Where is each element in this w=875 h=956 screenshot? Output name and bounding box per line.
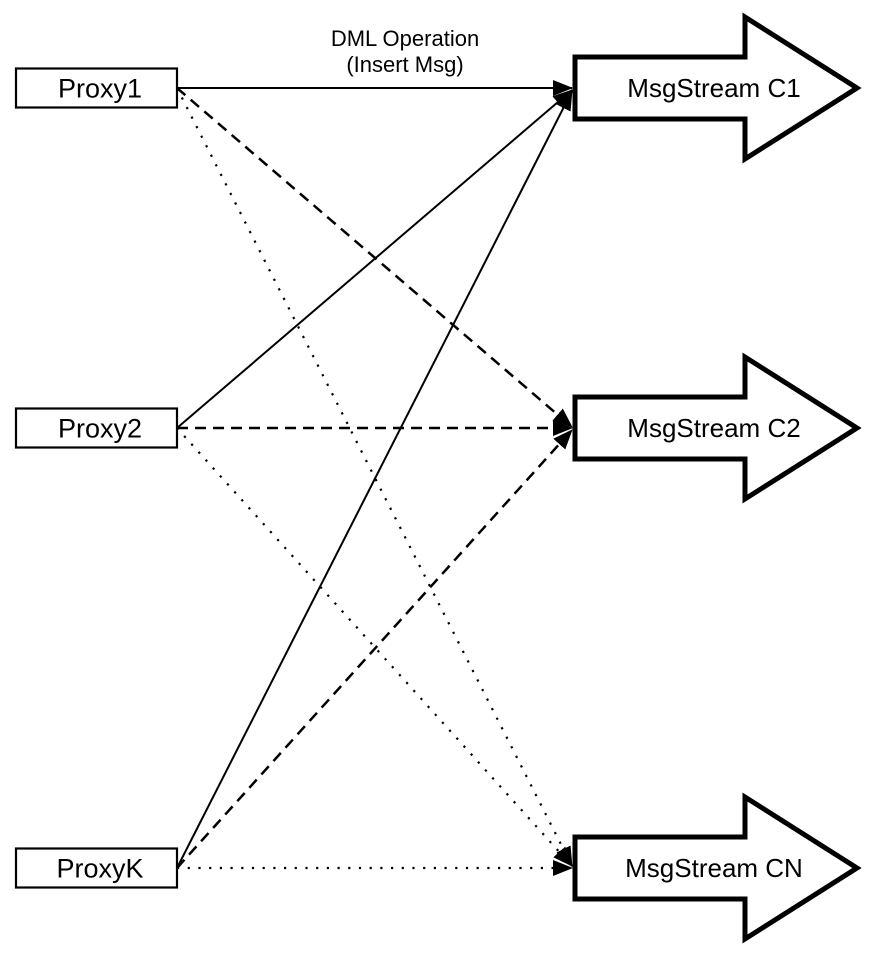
msgstream-c1-node: MsgStream C1 bbox=[572, 12, 862, 164]
msgstream-cn-arrow bbox=[572, 792, 862, 944]
msgstream-c2-label: MsgStream C2 bbox=[627, 413, 800, 443]
msgstream-c1-label: MsgStream C1 bbox=[627, 73, 800, 103]
proxy1-label: Proxy1 bbox=[58, 74, 142, 104]
msgstream-c1-arrow bbox=[572, 12, 862, 164]
proxy2-node: Proxy2 bbox=[14, 407, 179, 449]
proxy-nodes: Proxy1 Proxy2 ProxyK bbox=[14, 67, 179, 889]
msgstream-cn-node: MsgStream CN bbox=[572, 792, 862, 944]
edge-proxy1-c2-dashed bbox=[176, 87, 573, 428]
dml-operation-label-line1: DML Operation bbox=[331, 26, 479, 51]
edge-proxyk-c1-solid bbox=[176, 90, 573, 869]
proxy1-node: Proxy1 bbox=[14, 67, 179, 109]
edge-proxyk-c2-dashed bbox=[176, 429, 573, 869]
proxyk-label: ProxyK bbox=[56, 854, 143, 884]
proxy1-box bbox=[14, 67, 179, 109]
edge-proxy2-cn-dotted bbox=[176, 427, 573, 867]
msgstream-nodes: MsgStream C1 MsgStream C2 MsgStream CN bbox=[572, 12, 862, 944]
proxy2-box bbox=[14, 407, 179, 449]
dml-operation-annotation: DML Operation (Insert Msg) bbox=[331, 26, 479, 77]
msgstream-c2-node: MsgStream C2 bbox=[572, 352, 862, 504]
proxyk-box bbox=[14, 847, 179, 889]
edges bbox=[176, 80, 573, 876]
dml-operation-label-line2: (Insert Msg) bbox=[346, 52, 463, 77]
msgstream-c2-arrow bbox=[572, 352, 862, 504]
edge-proxy2-c1-solid bbox=[176, 89, 573, 429]
proxy2-label: Proxy2 bbox=[58, 414, 142, 444]
msgstream-cn-label: MsgStream CN bbox=[625, 853, 803, 883]
proxyk-node: ProxyK bbox=[14, 847, 179, 889]
